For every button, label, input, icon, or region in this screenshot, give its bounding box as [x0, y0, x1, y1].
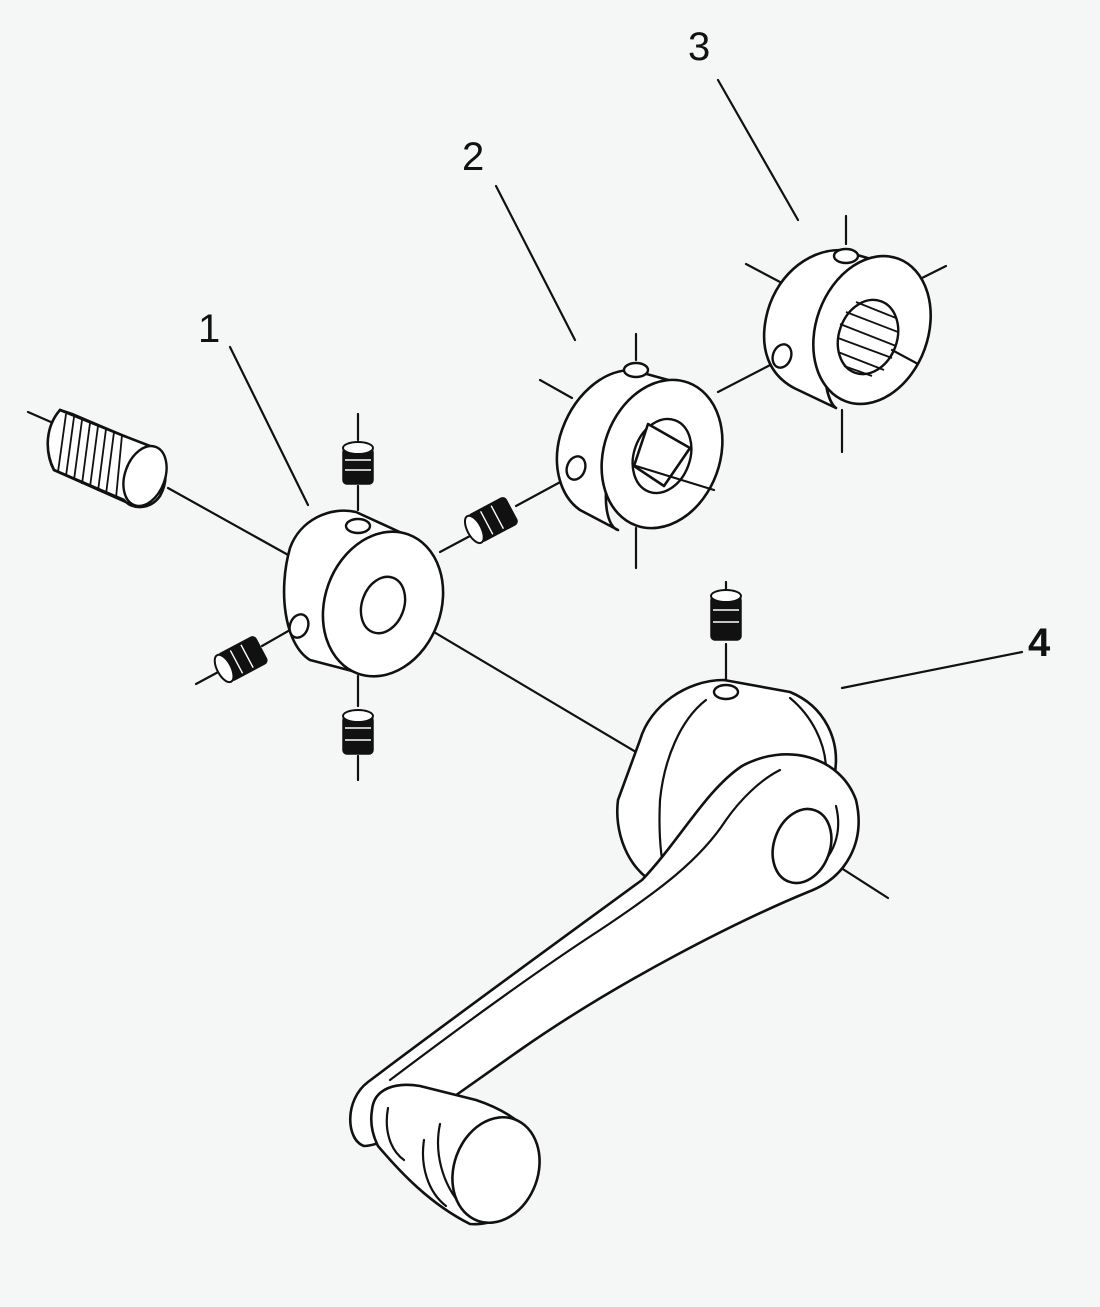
callout-label-2: 2	[462, 135, 484, 179]
set-screw-bottom	[342, 709, 374, 755]
ring-3-top-hole	[832, 247, 860, 265]
knurl-pattern	[57, 413, 123, 499]
set-screw-crank	[710, 589, 742, 641]
callout-label-1: 1	[198, 307, 220, 351]
collar-ring-2	[538, 332, 724, 570]
knob-bore	[122, 444, 168, 508]
axis-line-screw-to-ring2	[514, 478, 566, 508]
axis-line-side-screw-right	[260, 628, 292, 648]
ring-1-bore	[359, 575, 407, 635]
ring-2-side-hole	[565, 455, 587, 481]
crank-pivot-boss	[771, 807, 833, 885]
axis-line-ring1-to-screw	[438, 534, 472, 554]
crank-grip-knob	[451, 1115, 541, 1225]
ring-3-axis-tick	[890, 348, 920, 366]
leader-line-2	[494, 184, 577, 342]
collar-ring-1	[282, 509, 445, 678]
callout-label-3: 3	[688, 25, 710, 69]
set-screw-side-left	[213, 636, 268, 684]
ring-3-tick-right	[916, 264, 948, 282]
set-screw-middle	[463, 497, 518, 545]
ring-2-tick-left	[538, 378, 574, 400]
ring-2-top-hole	[622, 361, 650, 379]
knurled-knob	[46, 408, 168, 509]
crank-top-hole	[712, 683, 740, 701]
ring-2-square-diagonal	[634, 464, 716, 492]
ring-3-tick-left	[744, 262, 782, 284]
ring-1-top-hole	[344, 517, 372, 535]
crank-handle	[348, 678, 860, 1226]
set-screw-top	[342, 441, 374, 485]
ring-3-spline-pattern	[837, 301, 899, 377]
leader-line-3	[716, 78, 800, 222]
callout-label-4: 4	[1028, 621, 1051, 665]
callout-labels: 1 2 3 4	[198, 25, 1051, 665]
collar-ring-3	[744, 214, 948, 454]
leader-line-1	[228, 345, 310, 507]
ring-1-side-hole	[288, 613, 310, 639]
axis-line-ring2-to-ring3	[716, 360, 778, 394]
axis-line-knob-to-ring1	[166, 486, 292, 558]
leader-line-4	[840, 650, 1024, 690]
leader-lines	[228, 78, 1024, 690]
ring-3-side-hole	[771, 343, 793, 369]
